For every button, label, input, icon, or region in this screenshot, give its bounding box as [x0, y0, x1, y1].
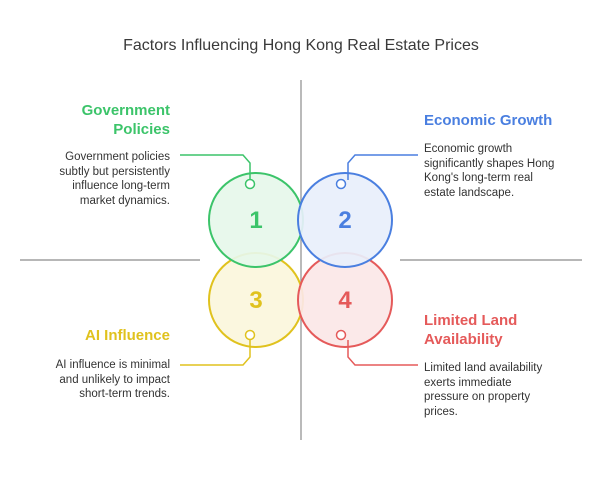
- factor-2-description: Economic growth significantly shapes Hon…: [424, 143, 555, 199]
- connector-line-3: [180, 340, 251, 366]
- connector-dot-2: [335, 178, 347, 190]
- connector-dot-3: [244, 329, 256, 341]
- factor-2-title: Economic Growth: [424, 112, 553, 129]
- circle-3-number: 3: [249, 287, 262, 314]
- circle-2: [297, 172, 393, 268]
- factor-1-description: Government policies subtly but persisten…: [59, 151, 170, 207]
- circle-1-number: 1: [249, 207, 262, 234]
- factor-1-title: Government Policies: [81, 102, 170, 138]
- connector-line-1: [180, 154, 251, 180]
- connector-dot-4: [335, 329, 347, 341]
- connector-line-2: [347, 154, 418, 180]
- diagram-title: Factors Influencing Hong Kong Real Estat…: [123, 37, 479, 54]
- factor-3-description: AI influence is minimal and unlikely to …: [55, 359, 170, 400]
- factor-3-title: AI Influence: [84, 327, 170, 344]
- factor-4-description: Limited land availability exerts immedia…: [424, 362, 543, 418]
- factor-4-title: Limited Land Availability: [424, 312, 518, 348]
- connector-line-4: [347, 340, 418, 366]
- connector-dot-1: [244, 178, 256, 190]
- circle-2-number: 2: [338, 207, 351, 234]
- circle-4-number: 4: [338, 287, 352, 314]
